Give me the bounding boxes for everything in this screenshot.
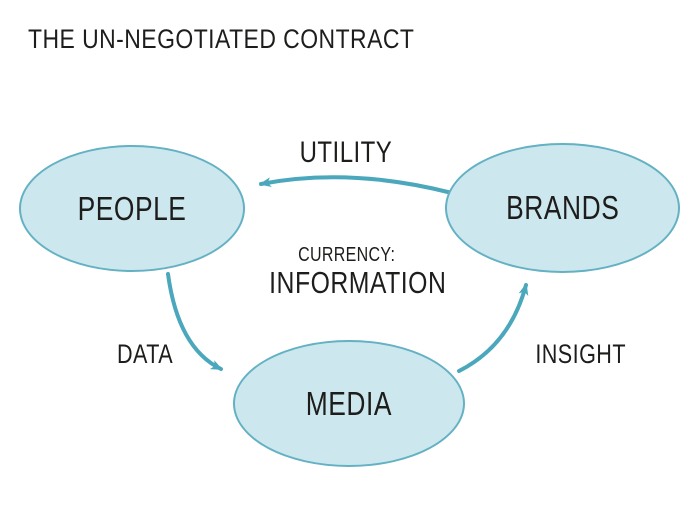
utility-arrow: [259, 175, 454, 195]
center-caption-currency: CURRENCY:: [298, 244, 396, 266]
node-brands: BRANDS: [445, 143, 680, 273]
edge-label-utility: UTILITY: [246, 136, 446, 170]
node-media: MEDIA: [233, 340, 465, 467]
edge-label-data: DATA: [45, 339, 245, 370]
edge-label-utility-text: UTILITY: [299, 136, 393, 169]
node-people-label: PEOPLE: [77, 189, 187, 227]
node-brands-label: BRANDS: [505, 189, 620, 226]
center-caption: CURRENCY: INFORMATION: [247, 244, 447, 300]
center-caption-information: INFORMATION: [269, 265, 447, 300]
edge-label-insight: INSIGHT: [481, 339, 681, 370]
insight-arrow: [457, 283, 529, 373]
node-media-label: MEDIA: [305, 384, 393, 422]
edge-label-insight-text: INSIGHT: [535, 339, 627, 369]
diagram-title: THE UN-NEGOTIATED CONTRACT: [28, 24, 415, 54]
node-people: PEOPLE: [19, 145, 245, 272]
data-arrow: [166, 272, 223, 371]
edge-label-data-text: DATA: [116, 339, 174, 369]
